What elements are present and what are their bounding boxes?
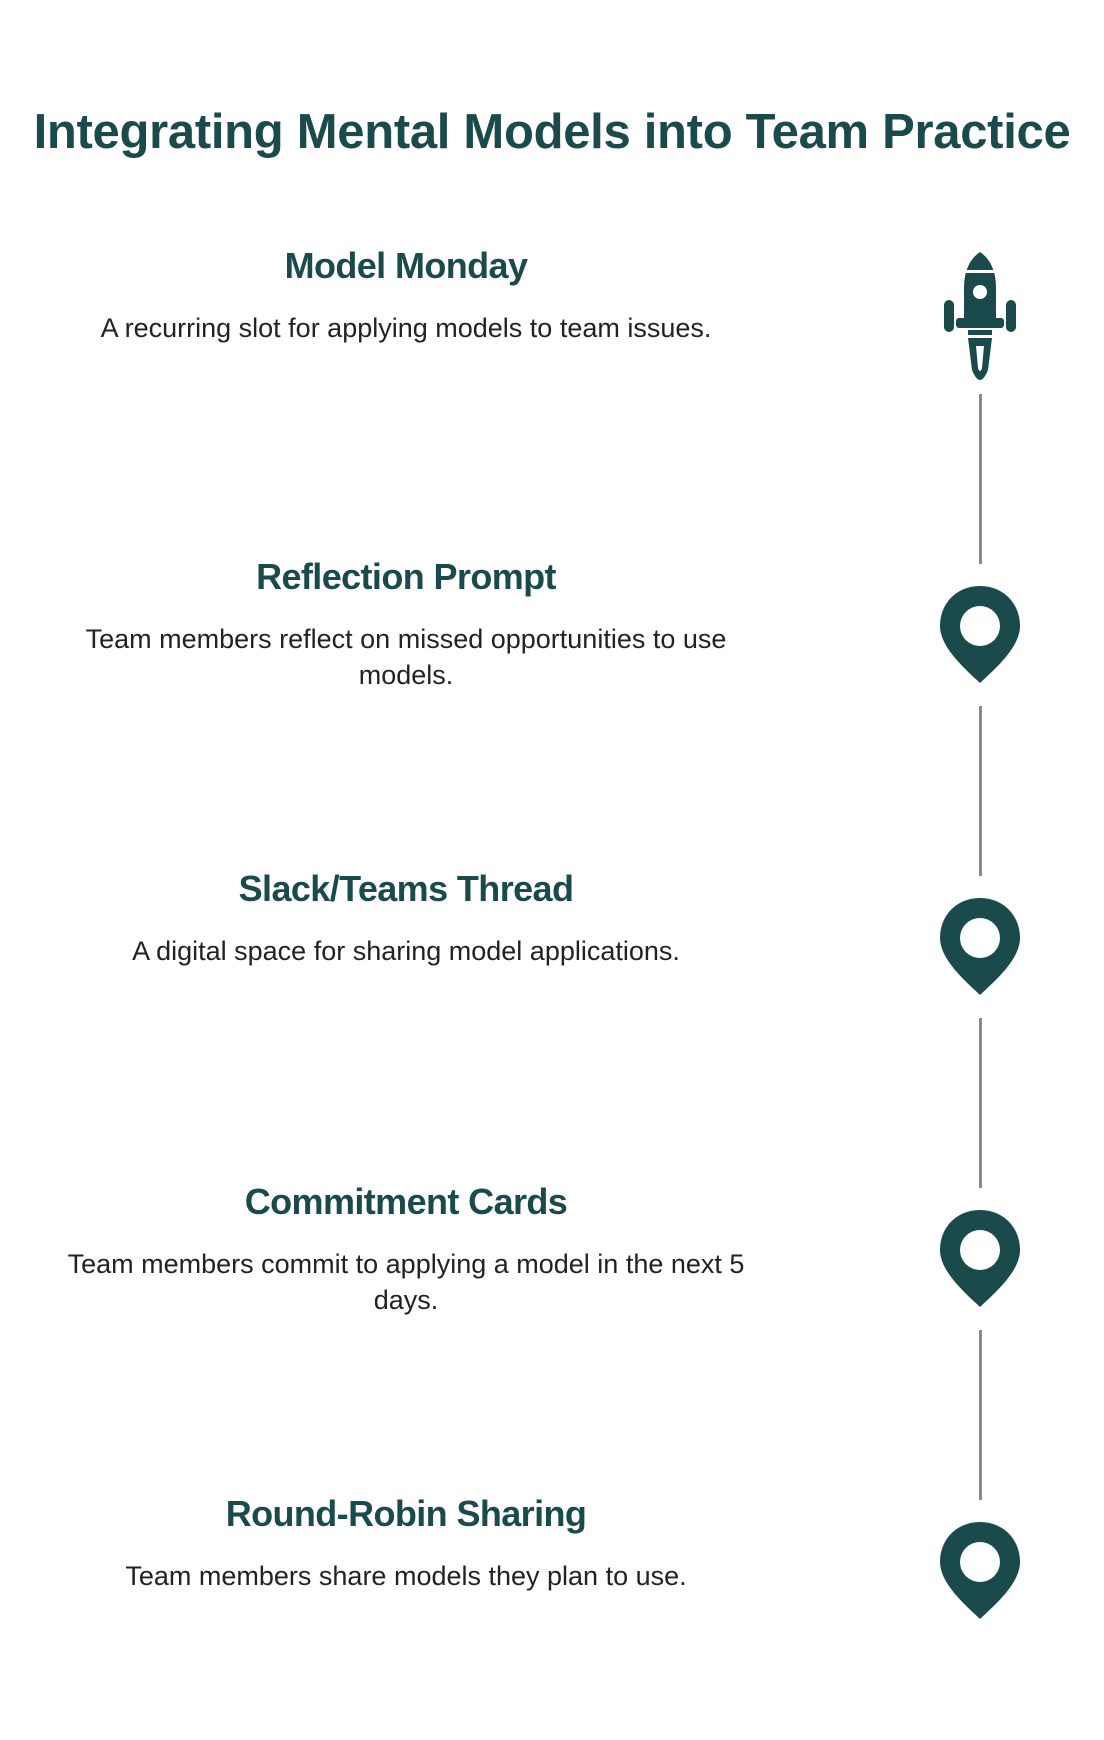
timeline-connector: [979, 394, 982, 564]
step-title: Commitment Cards: [244, 1181, 568, 1222]
step-model-monday: Model Monday A recurring slot for applyi…: [48, 244, 764, 346]
map-pin-icon: [940, 1210, 1020, 1307]
step-description: Team members share models they plan to u…: [125, 1561, 687, 1591]
step-title: Model Monday: [284, 245, 528, 286]
step-reflection-prompt: Reflection Prompt Team members reflect o…: [48, 555, 764, 693]
step-round-robin-sharing: Round-Robin Sharing Team members share m…: [48, 1492, 764, 1594]
timeline-connector: [979, 1018, 982, 1188]
map-pin-icon: [940, 898, 1020, 995]
step-title: Slack/Teams Thread: [238, 868, 574, 909]
page-title: Integrating Mental Models into Team Prac…: [33, 105, 1071, 159]
step-slack-teams-thread: Slack/Teams Thread A digital space for s…: [48, 867, 764, 969]
step-description: Team members commit to applying a model …: [67, 1249, 745, 1315]
map-pin-icon: [940, 1522, 1020, 1619]
step-description: Team members reflect on missed opportuni…: [85, 624, 727, 690]
timeline-connector: [979, 706, 982, 876]
step-title: Reflection Prompt: [256, 556, 556, 597]
rocket-icon: [944, 252, 1016, 380]
step-description: A recurring slot for applying models to …: [100, 313, 712, 343]
step-title: Round-Robin Sharing: [225, 1493, 587, 1534]
timeline-connector: [979, 1330, 982, 1500]
map-pin-icon: [940, 586, 1020, 683]
step-commitment-cards: Commitment Cards Team members commit to …: [48, 1180, 764, 1318]
step-description: A digital space for sharing model applic…: [132, 936, 680, 966]
